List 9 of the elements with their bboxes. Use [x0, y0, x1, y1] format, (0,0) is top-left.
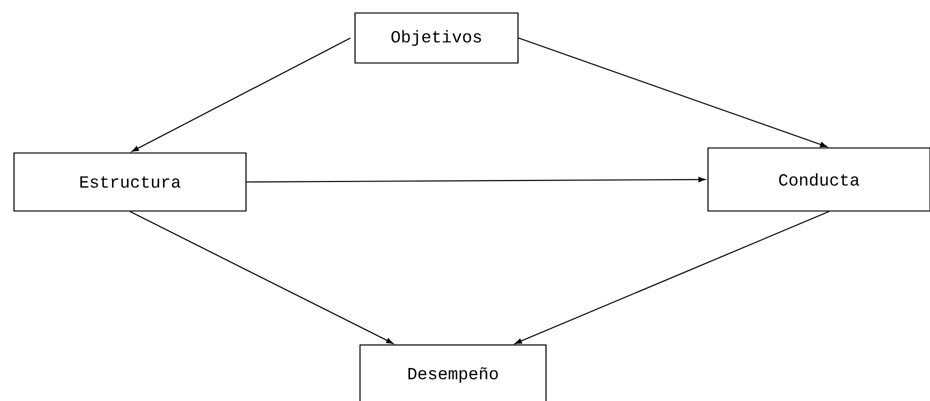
arrow	[246, 176, 706, 183]
process-box: Estructura	[13, 152, 247, 212]
arrow	[518, 37, 828, 148]
arrow	[514, 211, 830, 344]
process-box: Desempeño	[359, 344, 547, 401]
arrow	[130, 211, 394, 344]
process-box: Objetivos	[354, 12, 519, 64]
arrow	[132, 38, 351, 152]
process-box: Conducta	[707, 147, 930, 212]
